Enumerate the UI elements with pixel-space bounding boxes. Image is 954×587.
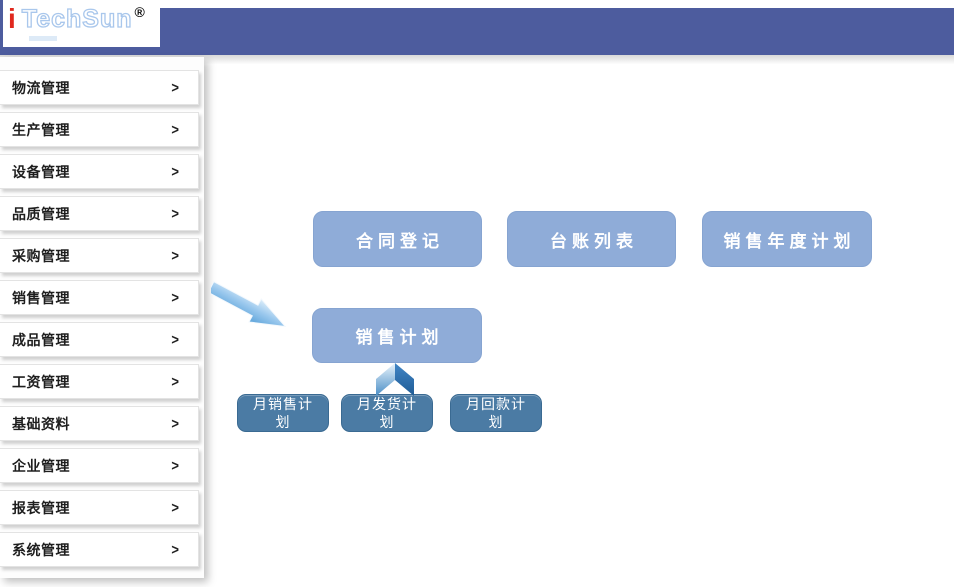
sidebar-item-production[interactable]: 生产管理 > — [0, 112, 199, 147]
registered-trademark-icon: ® — [134, 4, 145, 20]
sidebar-item-purchasing[interactable]: 采购管理 > — [0, 238, 199, 273]
pointer-arrow-icon — [211, 281, 287, 328]
sidebar-item-reports[interactable]: 报表管理 > — [0, 490, 199, 525]
sidebar-item-label: 品质管理 — [12, 205, 70, 222]
sidebar-item-label: 采购管理 — [12, 247, 70, 264]
logo-reflection — [29, 36, 57, 41]
chevron-right-icon: > — [171, 204, 179, 222]
ledger-list-button[interactable]: 台账列表 — [507, 211, 676, 267]
sidebar-item-label: 生产管理 — [12, 121, 70, 138]
sidebar-item-quality[interactable]: 品质管理 > — [0, 196, 199, 231]
sidebar-item-equipment[interactable]: 设备管理 > — [0, 154, 199, 189]
logo[interactable]: i TechSun ® — [0, 0, 160, 47]
chevron-right-icon: > — [171, 456, 179, 474]
sidebar-item-label: 物流管理 — [12, 79, 70, 96]
sidebar-item-payroll[interactable]: 工资管理 > — [0, 364, 199, 399]
sidebar-item-label: 企业管理 — [12, 457, 70, 474]
header-shadow-strip — [0, 55, 954, 64]
chevron-right-icon: > — [171, 246, 179, 264]
sidebar-item-label: 系统管理 — [12, 541, 70, 558]
sidebar-item-label: 销售管理 — [12, 289, 70, 306]
sidebar-item-label: 设备管理 — [12, 163, 70, 180]
sidebar-item-label: 工资管理 — [12, 373, 70, 390]
sidebar-item-label: 成品管理 — [12, 331, 70, 348]
logo-i-mark: i — [8, 3, 16, 34]
sidebar-item-sales[interactable]: 销售管理 > — [0, 280, 199, 315]
monthly-sales-plan-button[interactable]: 月销售计 划 — [237, 394, 329, 432]
annual-sales-plan-button[interactable]: 销售年度计划 — [702, 211, 872, 267]
sidebar-item-logistics[interactable]: 物流管理 > — [0, 70, 199, 105]
chevron-right-icon: > — [171, 540, 179, 558]
chevron-right-icon: > — [171, 78, 179, 96]
sidebar-item-label: 报表管理 — [12, 499, 70, 516]
chevron-right-icon: > — [171, 120, 179, 138]
sidebar-item-label: 基础资料 — [12, 415, 70, 432]
logo-brand-text: TechSun — [21, 4, 133, 33]
chevron-right-icon: > — [171, 162, 179, 180]
chevron-right-icon: > — [171, 414, 179, 432]
contract-registration-button[interactable]: 合同登记 — [313, 211, 482, 267]
sidebar-item-basic-data[interactable]: 基础资料 > — [0, 406, 199, 441]
monthly-collection-plan-button[interactable]: 月回款计 划 — [450, 394, 542, 432]
chevron-right-icon: > — [171, 330, 179, 348]
sidebar: 物流管理 > 生产管理 > 设备管理 > 品质管理 > 采购管理 > 销售管理 … — [0, 57, 204, 578]
sidebar-item-system[interactable]: 系统管理 > — [0, 532, 199, 567]
up-chevron-icon — [376, 363, 414, 396]
sales-plan-button[interactable]: 销售计划 — [312, 308, 482, 363]
chevron-right-icon: > — [171, 372, 179, 390]
monthly-delivery-plan-button[interactable]: 月发货计 划 — [341, 394, 433, 432]
chevron-right-icon: > — [171, 498, 179, 516]
sidebar-item-enterprise[interactable]: 企业管理 > — [0, 448, 199, 483]
chevron-right-icon: > — [171, 288, 179, 306]
sidebar-item-finished-goods[interactable]: 成品管理 > — [0, 322, 199, 357]
